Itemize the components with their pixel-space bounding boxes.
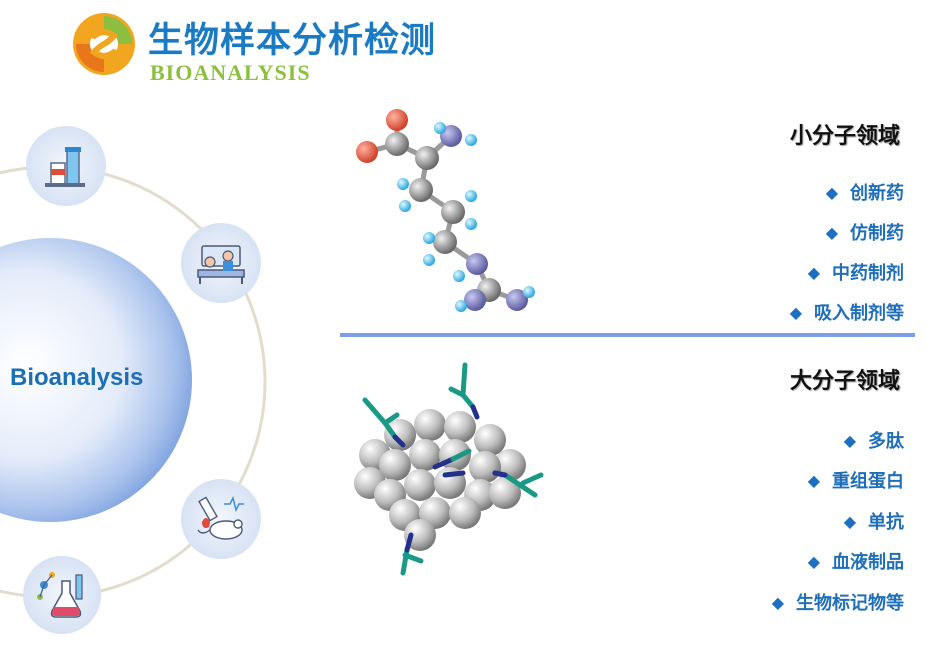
diamond-bullet-icon: ◆ xyxy=(771,592,784,612)
chemistry-flask-icon xyxy=(23,556,101,634)
diamond-bullet-icon: ◆ xyxy=(825,222,838,242)
diamond-bullet-icon: ◆ xyxy=(807,551,820,571)
diamond-bullet-icon: ◆ xyxy=(825,182,838,202)
large-molecule-graphic xyxy=(354,362,544,576)
list-item: ◆血液制品 xyxy=(807,551,904,574)
blood-mouse-icon xyxy=(181,479,261,559)
large-molecule-title: 大分子领域 xyxy=(789,369,900,394)
small-molecule-title: 小分子领域 xyxy=(789,124,900,149)
list-item: ◆中药制剂 xyxy=(807,262,904,285)
patient-bed-icon xyxy=(181,223,261,303)
swirl-logo-icon xyxy=(73,13,135,75)
list-item: ◆吸入制剂等 xyxy=(789,302,904,325)
diamond-bullet-icon: ◆ xyxy=(843,511,856,531)
page-subtitle: BIOANALYSIS xyxy=(150,60,311,85)
center-label: Bioanalysis xyxy=(10,364,144,391)
section-divider xyxy=(340,333,915,337)
list-item: ◆仿制药 xyxy=(825,222,904,245)
list-item: ◆多肽 xyxy=(843,430,904,453)
list-item: ◆单抗 xyxy=(843,511,904,534)
list-item: ◆生物标记物等 xyxy=(771,592,904,615)
diamond-bullet-icon: ◆ xyxy=(843,430,856,450)
list-item: ◆创新药 xyxy=(825,182,904,205)
diamond-bullet-icon: ◆ xyxy=(807,262,820,282)
diamond-bullet-icon: ◆ xyxy=(807,470,820,490)
diamond-bullet-icon: ◆ xyxy=(789,302,802,322)
small-molecule-graphic xyxy=(356,109,535,312)
lab-tubes-icon xyxy=(26,126,106,206)
list-item: ◆重组蛋白 xyxy=(807,470,904,493)
page-title: 生物样本分析检测 xyxy=(148,21,437,61)
